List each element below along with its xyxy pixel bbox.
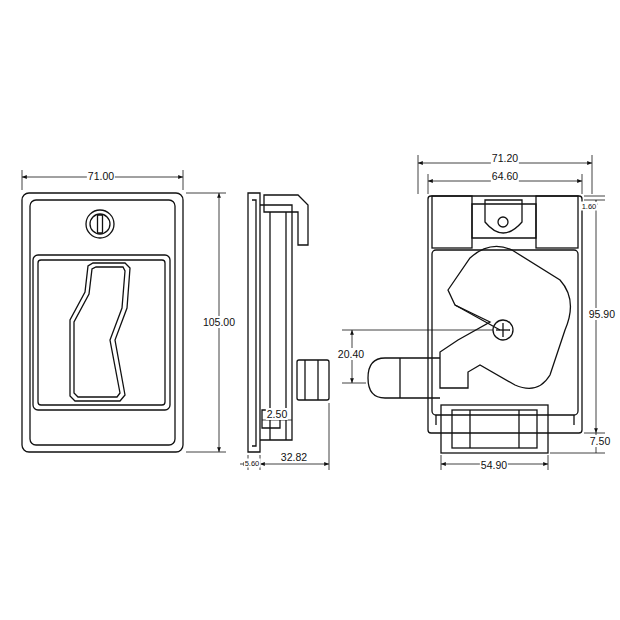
dimension-value: 105.00 <box>202 316 236 328</box>
dimension-value: 71.00 <box>87 170 115 182</box>
dimension-value: 32.82 <box>280 451 308 463</box>
front-dimension-lines <box>22 170 226 452</box>
dimension-value: 95.90 <box>588 308 616 320</box>
dimension-value: 71.20 <box>491 152 519 164</box>
dimension-value: 5.60 <box>244 459 261 468</box>
back-view <box>368 196 582 453</box>
dimension-value: 64.60 <box>491 170 519 182</box>
back-dimension-lines <box>342 155 605 470</box>
dimension-value: 20.40 <box>337 348 365 360</box>
front-view <box>22 193 183 452</box>
side-dimension-lines <box>240 403 329 470</box>
side-view <box>248 193 329 452</box>
dimension-value: 1.60 <box>581 202 598 211</box>
dimension-value: 7.50 <box>589 435 611 447</box>
dimension-value: 2.50 <box>266 408 288 420</box>
dimension-value: 54.90 <box>480 459 508 471</box>
